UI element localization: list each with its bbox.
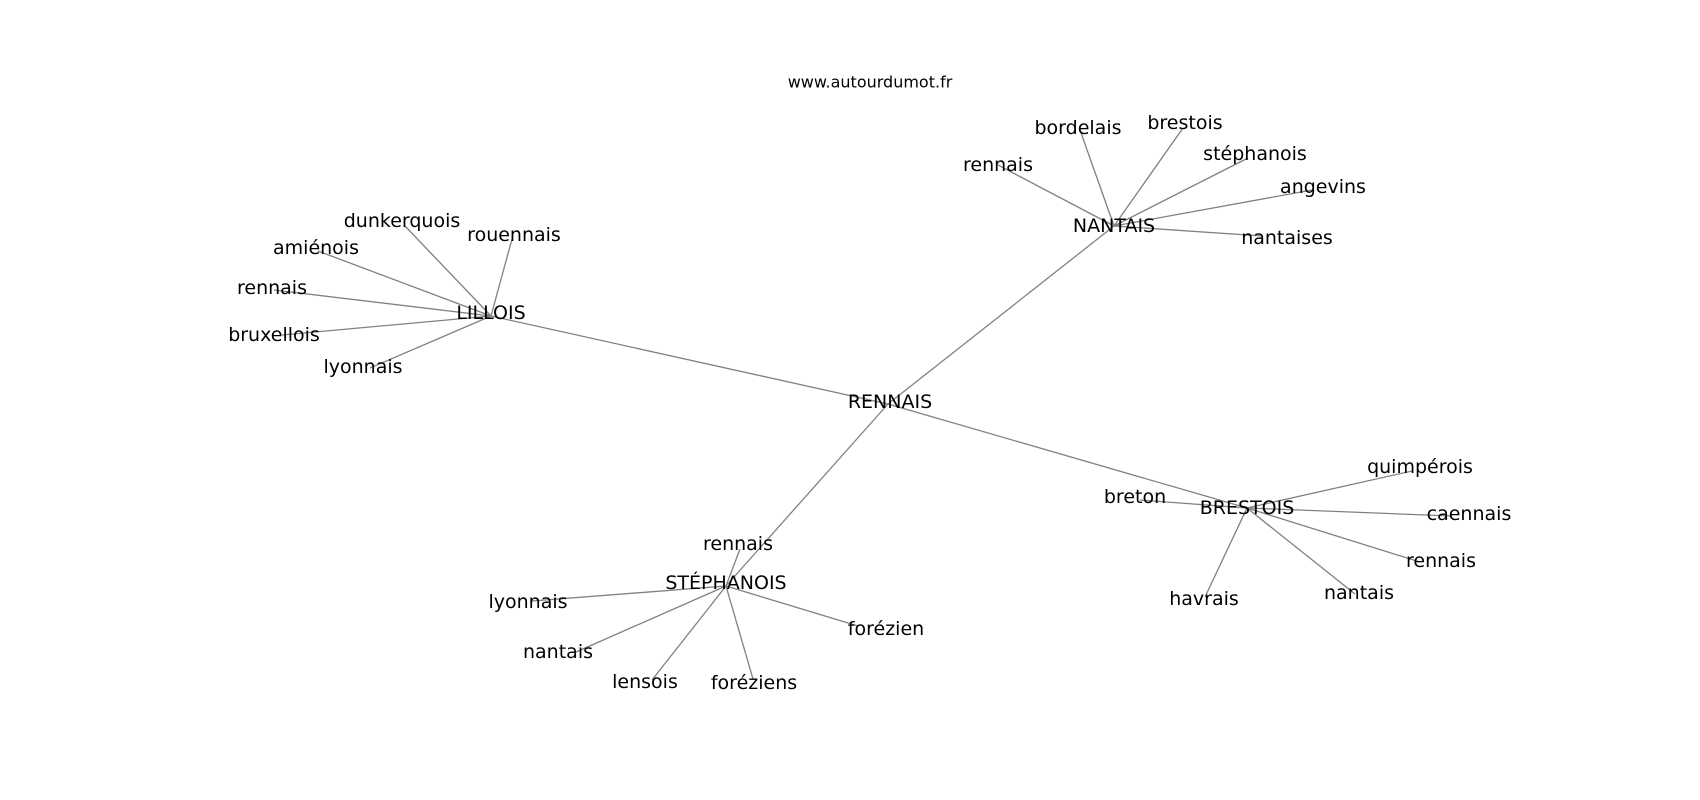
node-label-s_nantais: nantais <box>523 641 593 663</box>
edge-stephanois_hub-s_nantais <box>575 585 727 653</box>
node-label-b_nantais: nantais <box>1324 582 1394 604</box>
edge-nantais_hub-n_nantaises <box>1113 225 1263 237</box>
edge-lillois_hub-l_rouennais <box>490 238 513 317</box>
node-label-n_rennais: rennais <box>963 154 1033 176</box>
node-label-s_rennais: rennais <box>703 533 773 555</box>
edge-brestois_hub-b_quimperois <box>1246 470 1413 509</box>
edge-lillois_hub-l_dunkerquois <box>403 224 492 317</box>
edge-stephanois_hub-s_lyonnais <box>531 585 727 602</box>
edge-brestois_hub-b_breton <box>1139 499 1248 509</box>
edge-lillois_hub-l_lyonnais <box>369 315 492 369</box>
edge-nantais_hub-n_rennais <box>997 164 1115 227</box>
node-label-s_forezien: forézien <box>848 618 924 640</box>
edge-stephanois_hub-s_lensois <box>651 585 727 681</box>
edge-lillois_hub-l_amienois <box>317 250 492 317</box>
edge-brestois_hub-b_nantais <box>1246 507 1356 595</box>
edge-nantais_hub-n_bordelais <box>1079 129 1115 227</box>
edge-rennais_center-nantais_hub <box>887 225 1115 405</box>
node-label-n_brestois: brestois <box>1147 112 1222 134</box>
edge-brestois_hub-b_rennais <box>1246 507 1421 563</box>
edge-stephanois_hub-s_foreziens <box>725 585 754 680</box>
edge-nantais_hub-n_angevins <box>1113 189 1313 227</box>
edge-rennais_center-brestois_hub <box>887 403 1248 509</box>
edge-nantais_hub-n_brestois <box>1113 127 1184 227</box>
node-label-n_angevins: angevins <box>1280 176 1366 198</box>
node-label-l_dunkerquois: dunkerquois <box>344 210 461 232</box>
node-label-lillois_hub: LILLOIS <box>456 302 525 324</box>
node-label-b_caennais: caennais <box>1427 503 1512 525</box>
node-label-b_rennais: rennais <box>1406 550 1476 572</box>
node-label-nantais_hub: NANTAIS <box>1073 215 1155 237</box>
node-label-rennais_center: RENNAIS <box>848 391 932 413</box>
node-label-b_quimperois: quimpérois <box>1367 456 1473 478</box>
node-label-s_foreziens: foréziens <box>711 672 797 694</box>
node-label-l_bruxellois: bruxellois <box>228 324 320 346</box>
graph-nodes: RENNAIS NANTAIS LILLOIS BRESTOIS STÉPHANOIS r… <box>228 112 1511 694</box>
node-label-n_bordelais: bordelais <box>1034 117 1121 139</box>
node-label-l_amienois: amiénois <box>273 237 359 259</box>
node-label-s_lyonnais: lyonnais <box>488 591 567 613</box>
edge-brestois_hub-b_caennais <box>1246 507 1453 517</box>
node-label-n_stephanois: stéphanois <box>1203 143 1307 165</box>
edge-rennais_center-stephanois_hub <box>725 403 889 587</box>
edge-stephanois_hub-s_rennais <box>725 548 741 587</box>
node-label-brestois_hub: BRESTOIS <box>1200 497 1295 519</box>
edge-stephanois_hub-s_forezien <box>725 585 859 627</box>
edge-lillois_hub-l_rennais <box>273 289 492 317</box>
edge-rennais_center-lillois_hub <box>490 315 889 405</box>
node-label-l_rennais: rennais <box>237 277 307 299</box>
node-label-n_nantaises: nantaises <box>1241 227 1333 249</box>
node-label-s_lensois: lensois <box>612 671 678 693</box>
edge-lillois_hub-l_bruxellois <box>281 315 492 336</box>
graph-edges <box>273 127 1453 681</box>
node-label-b_breton: breton <box>1104 486 1166 508</box>
node-label-l_rouennais: rouennais <box>467 224 561 246</box>
node-label-b_havrais: havrais <box>1169 588 1239 610</box>
edge-brestois_hub-b_havrais <box>1204 507 1248 598</box>
edge-nantais_hub-n_stephanois <box>1113 157 1249 227</box>
node-label-stephanois_hub: STÉPHANOIS <box>665 571 786 594</box>
watermark-text: www.autourdumot.fr <box>788 73 953 92</box>
node-label-l_lyonnais: lyonnais <box>323 356 402 378</box>
